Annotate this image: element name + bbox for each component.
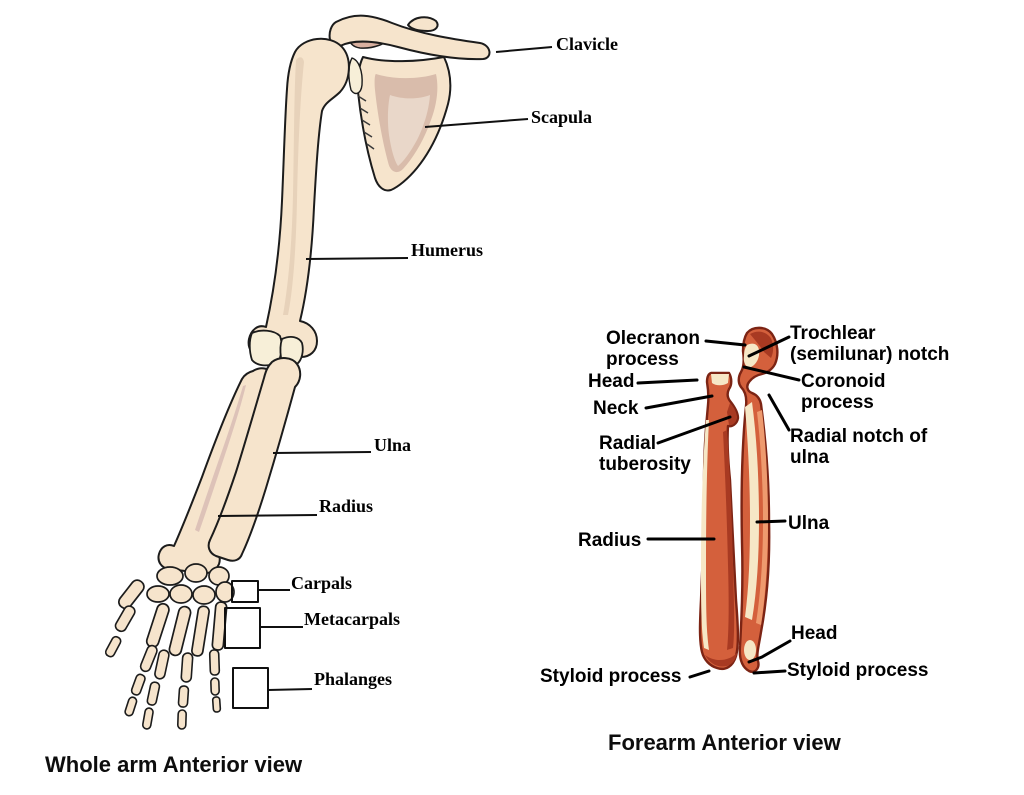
- label-humerus: Humerus: [411, 240, 483, 260]
- metacarpal-bones: [117, 579, 228, 657]
- phalange-bones: [104, 605, 222, 730]
- label-radial-tuberosity: Radial tuberosity: [599, 433, 691, 475]
- label-coronoid-process: Coronoid process: [801, 371, 886, 413]
- label-forearm-ulna: Ulna: [788, 513, 830, 534]
- label-radius: Radius: [319, 496, 374, 516]
- label-carpals: Carpals: [291, 573, 353, 593]
- forearm-illustration: [636, 326, 801, 679]
- label-phalanges: Phalanges: [314, 669, 393, 689]
- carpal-bones: [146, 563, 235, 605]
- label-metacarpals: Metacarpals: [304, 609, 400, 629]
- forearm-radius-bone: [698, 371, 740, 670]
- whole-arm-caption: Whole arm Anterior view: [45, 752, 303, 777]
- label-trochlear-notch: Trochlear (semilunar) notch: [790, 323, 950, 365]
- forearm-caption: Forearm Anterior view: [608, 730, 841, 755]
- label-olecranon-process: Olecranon process: [606, 328, 700, 370]
- label-styloid-process-ulna: Styloid process: [787, 660, 929, 681]
- arm-ulna-bone: [207, 357, 302, 562]
- label-forearm-radius: Radius: [578, 530, 642, 551]
- forearm-ulna-bone: [737, 326, 779, 673]
- leader-lines-right: [636, 335, 801, 679]
- label-clavicle: Clavicle: [556, 34, 618, 54]
- humerus-bone: [247, 37, 350, 358]
- label-head-proximal: Head: [588, 371, 635, 392]
- whole-arm-illustration: [104, 14, 553, 730]
- label-neck: Neck: [593, 398, 639, 419]
- label-radial-notch: Radial notch of ulna: [790, 426, 928, 468]
- label-styloid-process-radius: Styloid process: [540, 666, 682, 687]
- label-head-distal: Head: [791, 623, 838, 644]
- clavicle-bone: [328, 14, 491, 61]
- label-scapula: Scapula: [531, 107, 593, 127]
- label-ulna: Ulna: [374, 435, 412, 455]
- leader-lines-left: [217, 46, 553, 709]
